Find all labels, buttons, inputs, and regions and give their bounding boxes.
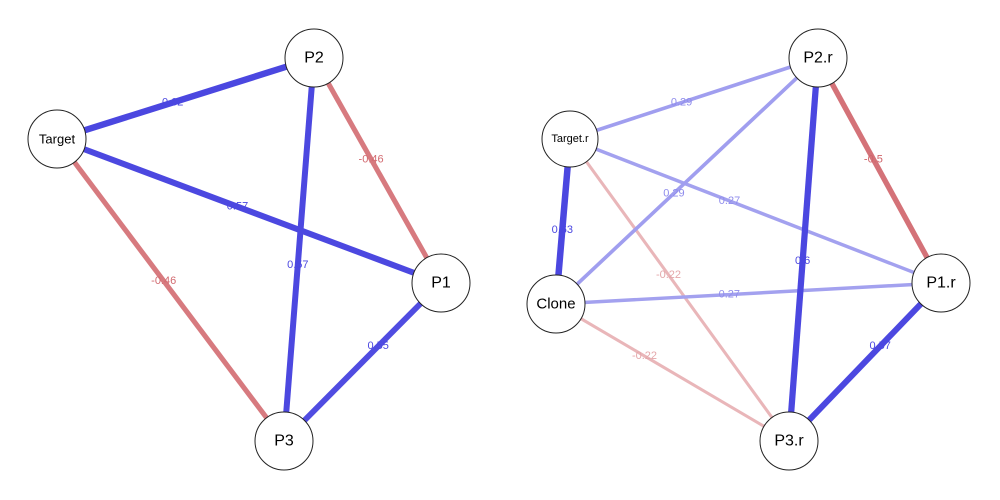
node-p1-r [911,253,971,313]
edge-weight-label: -0.46 [151,275,176,287]
node-label-target-r: Target.r [551,133,589,145]
edge-target-r-p3-r [568,138,791,442]
edge-weight-label: 0.62 [162,97,183,109]
edge-target-p3 [54,137,287,443]
edge-p2-r-p3-r [785,57,822,442]
edge-clone-p1-r [555,281,942,306]
edge-weight-label: 0.57 [869,340,890,352]
node-label-p2-r: P2.r [803,50,833,67]
edge-clone-p2-r [554,56,820,306]
node-p1 [411,253,471,313]
edge-target-r-p2-r [569,56,819,141]
edge-target-r-p1-r [569,137,942,285]
edge-weight-label: 0.55 [367,340,388,352]
edge-weight-label: -0.22 [632,350,657,362]
edge-p2-p1 [311,56,444,285]
node-p3-r [759,411,819,471]
edge-weight-label: 0.29 [663,187,684,199]
node-p3 [254,411,314,471]
node-p2 [284,28,344,88]
node-label-p2: P2 [304,50,324,67]
node-target-r [541,110,599,168]
node-target [27,109,87,169]
edge-weight-label: 0.27 [719,195,740,207]
edge-weight-label: 0.27 [719,289,740,301]
node-p2-r [788,28,848,88]
edge-target-p2 [56,54,315,143]
network-right: 0.29 0.27 0.63 -0.22 0.29 0.27 -0.22 -0.5 0.6 0.5… [526,28,971,471]
edge-p2-r-p1-r [815,56,944,285]
node-clone [526,274,586,334]
node-label-target: Target [39,132,76,147]
edge-weight-label: -0.46 [359,153,384,165]
node-label-p1: P1 [431,275,451,292]
edge-clone-p3-r [555,302,790,443]
edge-p1-p3 [281,280,444,444]
node-label-p3: P3 [274,433,294,450]
edge-p1-r-p3-r [786,280,944,444]
edge-weight-label: -0.5 [864,153,883,165]
node-label-clone: Clone [536,296,575,313]
edge-weight-label: 0.29 [671,97,692,109]
edge-weight-label: -0.22 [656,269,681,281]
edge-p2-p3 [281,57,317,442]
edge-weight-label: 0.57 [287,259,308,271]
edge-weight-label: 0.6 [795,255,810,267]
edge-weight-label: 0.57 [227,201,248,213]
edge-weight-label: 0.63 [552,224,573,236]
node-label-p3-r: P3.r [774,433,804,450]
edge-target-p1 [55,136,443,286]
node-label-p1-r: P1.r [926,275,956,292]
